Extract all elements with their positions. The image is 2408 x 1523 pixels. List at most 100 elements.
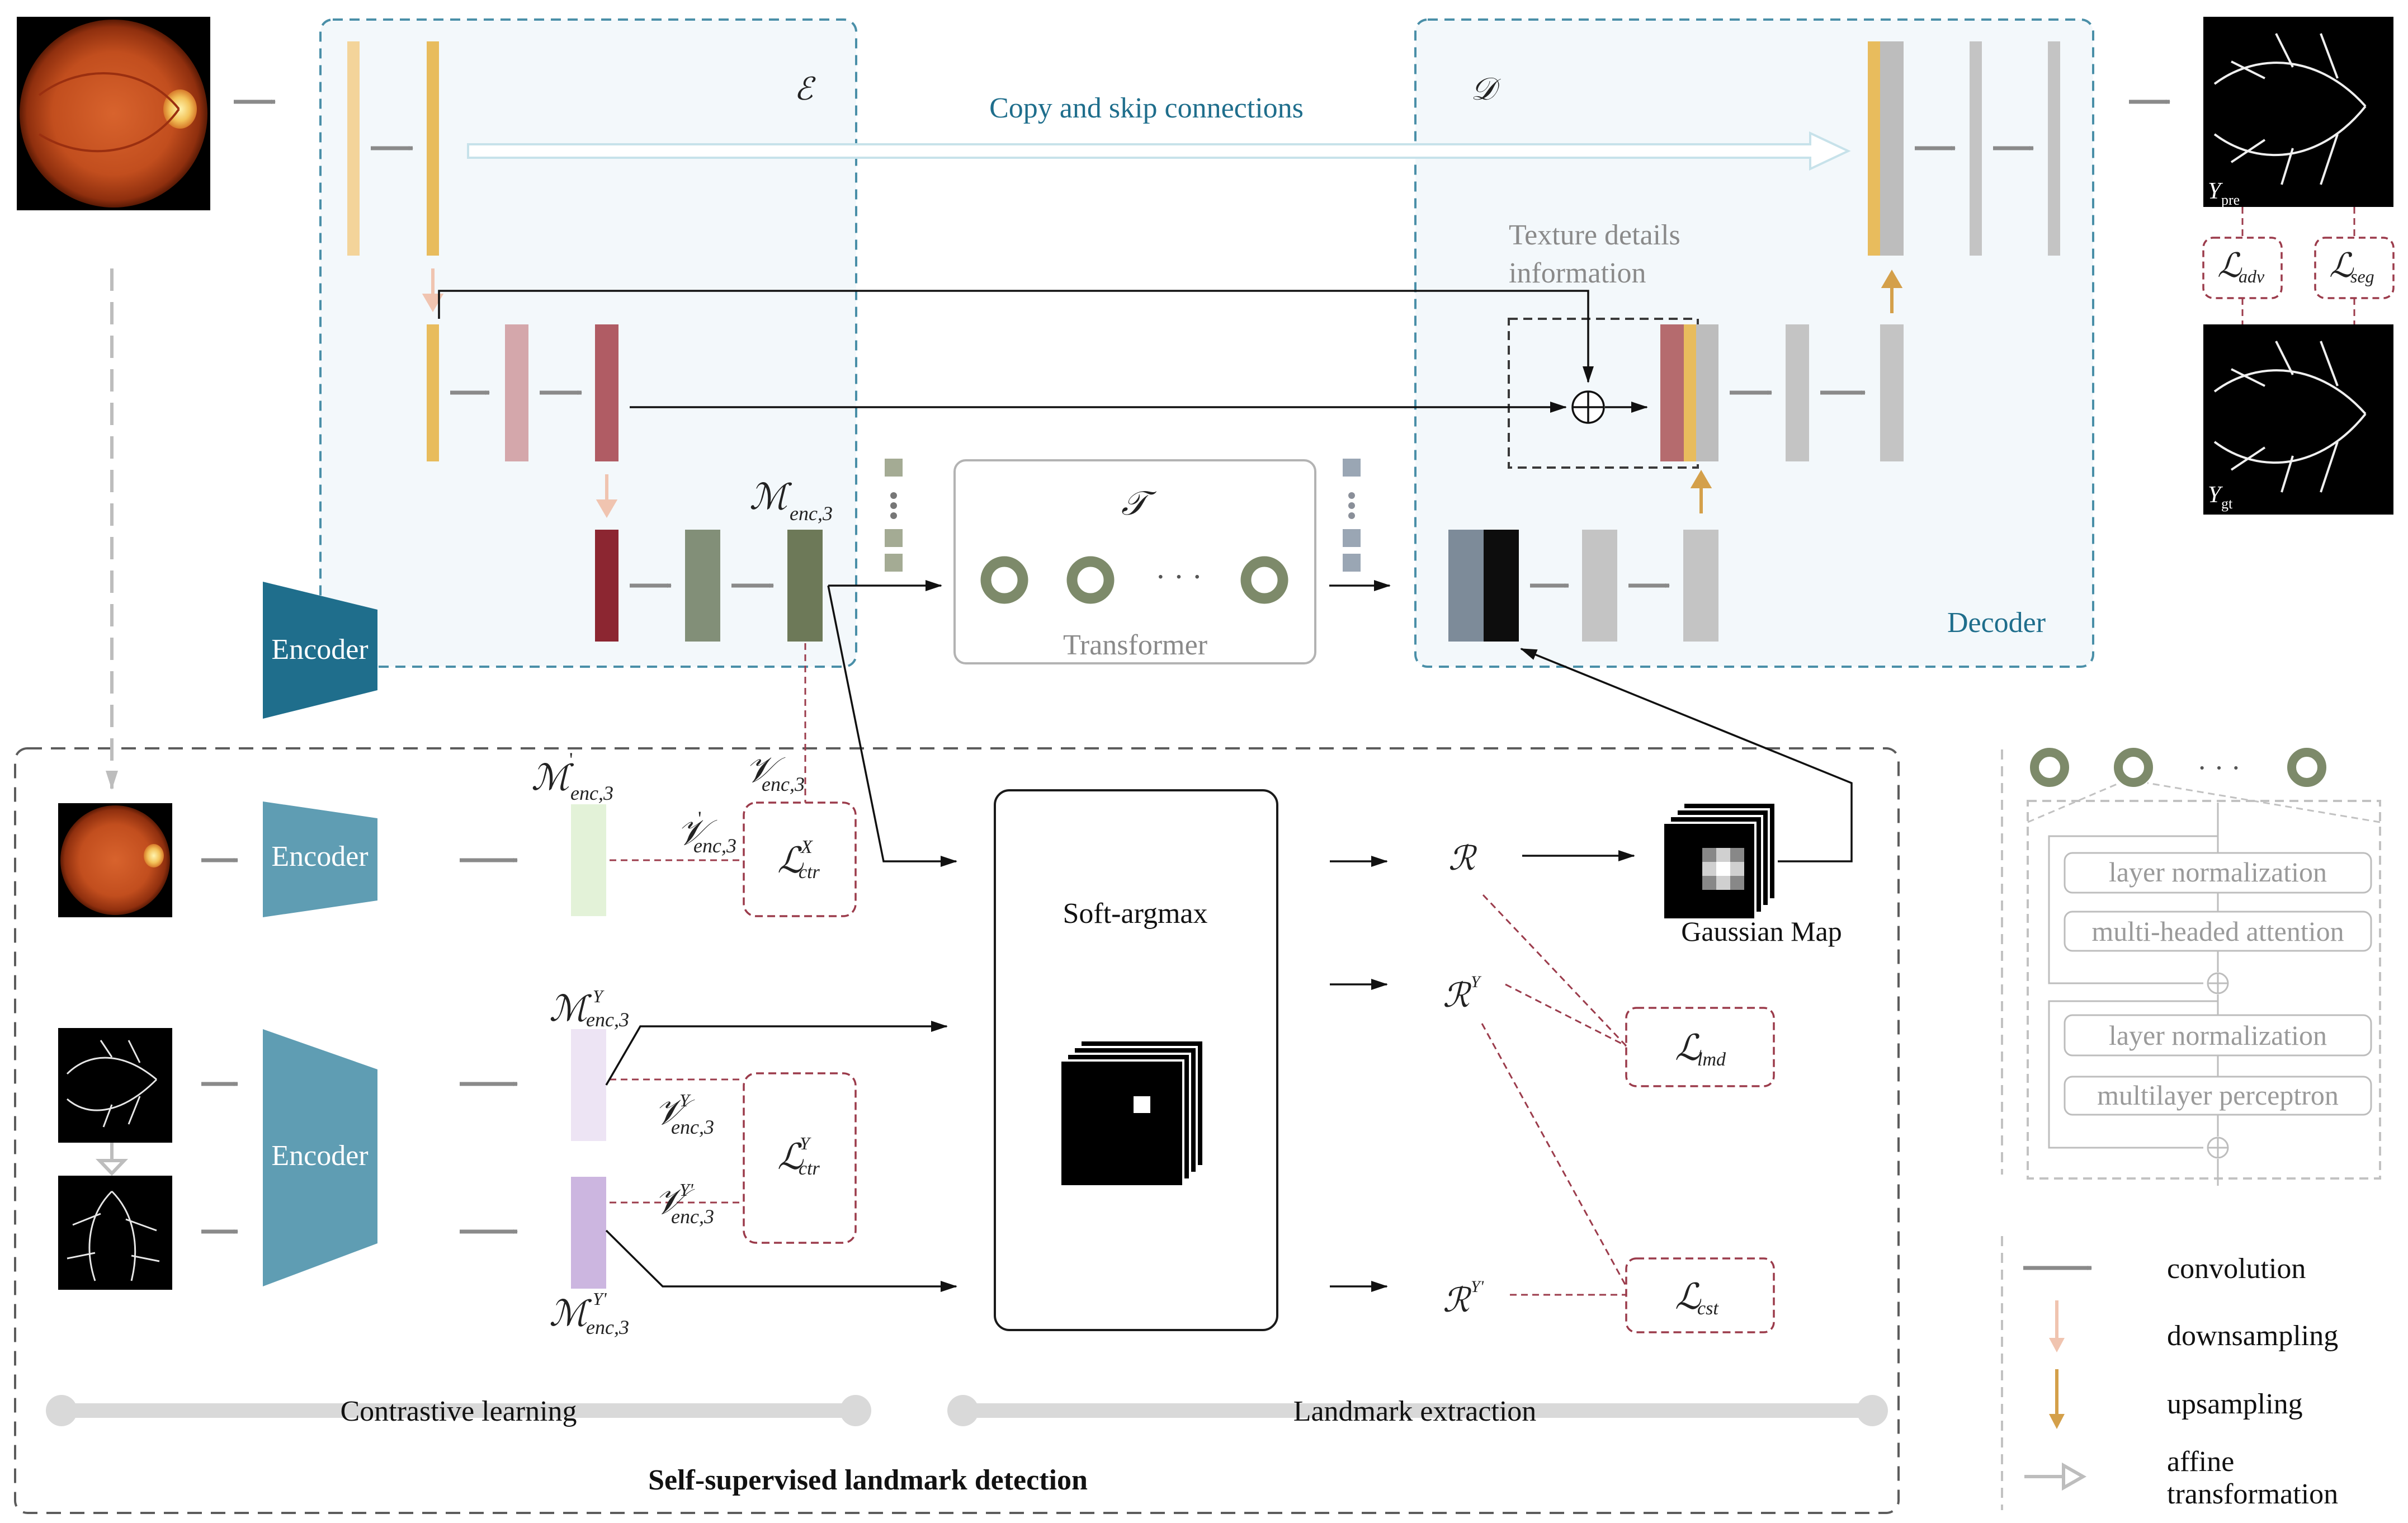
subscript-gt: gt: [2221, 496, 2233, 512]
ring-token-icon: [2114, 748, 2153, 787]
detail-layer-norm-1: layer normalization: [2109, 856, 2327, 888]
subscript-enc3-v-y: enc,3: [671, 1116, 714, 1138]
symbol-m-yprime: ℳ: [549, 1294, 592, 1333]
label-y-gt: Y: [2208, 482, 2223, 508]
loss-ctr-y-box: [743, 1072, 857, 1244]
encoder-b-label: Encoder: [271, 1140, 368, 1172]
token-square-3: [885, 554, 903, 572]
downsampling-arrows: [422, 268, 618, 518]
symbol-l-cst: ℒ: [1675, 1277, 1702, 1317]
superscript-yprime-m: Y': [593, 1289, 607, 1309]
symbol-r: ℛ: [1448, 840, 1477, 877]
token-square-4: [1343, 459, 1361, 477]
dec-skip-yellow: [1868, 41, 1880, 256]
self-supervised-label: Self-supervised landmark detection: [648, 1464, 1088, 1496]
enc-feature-2: [427, 41, 439, 256]
ring-token-icon: [2030, 748, 2069, 787]
landmark-bar: [947, 1395, 1888, 1426]
ring-token-icon: [1066, 556, 1115, 604]
enc-feature-7: [685, 530, 720, 642]
subscript-ctr-y: ctr: [799, 1158, 820, 1179]
subscript-enc3-v-prime: enc,3: [693, 834, 736, 857]
self-supervised-panel: [14, 747, 1900, 1514]
token-dot: [1348, 502, 1355, 509]
encoder-dark-shape: [263, 582, 377, 719]
segmentation-prediction: [2203, 17, 2393, 207]
token-square-2: [885, 529, 903, 547]
legend-upsampling: upsampling: [2167, 1388, 2303, 1420]
dec-bottom-black: [1484, 530, 1519, 642]
symbol-l-lmd: ℒ: [1675, 1028, 1702, 1068]
dec-texture-gray: [1696, 324, 1718, 461]
skip-connection-arrow: [467, 131, 1851, 171]
legend-affine: affine: [2167, 1446, 2234, 1478]
subscript-pre: pre: [2221, 192, 2240, 208]
dec-feature-3: [1786, 324, 1809, 461]
dec-feature-1: [1970, 41, 1982, 256]
feature-m-y: [571, 1029, 606, 1141]
subscript-ctr-x: ctr: [799, 862, 820, 883]
dec-skip-gray: [1880, 41, 1904, 256]
subscript-lmd: lmd: [1697, 1049, 1726, 1070]
affine-arrow: [95, 1143, 129, 1176]
token-dot: [890, 492, 897, 499]
fundus-image-input: [17, 17, 210, 210]
contrastive-bar: [46, 1395, 871, 1426]
ring-token-icon: [2287, 748, 2326, 787]
legend: [2001, 1236, 2092, 1510]
feature-m-yprime: [571, 1177, 606, 1289]
detail-mlp: multilayer perceptron: [2097, 1079, 2339, 1111]
flow-arrows: [438, 290, 1853, 1292]
dec-feature-5: [1582, 530, 1617, 642]
subscript-enc3-top: enc,3: [790, 502, 833, 525]
token-dot: [890, 512, 897, 519]
transformer-label: Transformer: [1063, 629, 1207, 661]
loss-lmd-box: [1625, 1007, 1775, 1087]
superscript-r-y: Y: [1471, 973, 1482, 991]
token-dot: [1348, 492, 1355, 499]
superscript-prime-m: ': [569, 748, 573, 771]
segmentation-ground-truth: [2203, 324, 2393, 515]
legend-downsampling: downsampling: [2167, 1320, 2338, 1352]
enc-feature-8: [787, 530, 823, 642]
dec-feature-6: [1683, 530, 1718, 642]
subscript-seg: seg: [2350, 266, 2374, 286]
enc-feature-4: [505, 324, 528, 461]
loss-ctr-x-box: [743, 801, 857, 917]
encoder-a-shape: [263, 801, 377, 917]
encoder-panel: [319, 18, 857, 668]
symbol-l-ctr-x: ℒ: [777, 841, 804, 880]
vessel-image-y: [58, 1028, 172, 1143]
detail-attention: multi-headed attention: [2091, 916, 2344, 947]
superscript-r-yprime: Y': [1471, 1277, 1484, 1296]
ring-token-icon: [980, 556, 1028, 604]
vessel-image-yprime: [58, 1176, 172, 1290]
transformer-dots: · · ·: [1155, 560, 1202, 595]
gaussian-map-label: Gaussian Map: [1681, 916, 1842, 947]
circle-plus-icon: [1571, 390, 1605, 424]
subscript-enc3-m-prime: enc,3: [570, 782, 613, 804]
enc-feature-6: [595, 530, 618, 642]
decoder-label: Decoder: [1947, 607, 2046, 639]
upsampling-arrows: [1690, 270, 1903, 513]
superscript-y-v: Y: [679, 1090, 691, 1110]
symbol-l-adv: ℒ: [2217, 247, 2242, 284]
fundus-image-small: [58, 803, 172, 917]
detail-layer-norm-2: layer normalization: [2109, 1020, 2327, 1051]
copy-skip-label: Copy and skip connections: [989, 92, 1304, 124]
encoder-dark-label: Encoder: [271, 634, 368, 666]
feature-m-prime: [571, 804, 606, 916]
contrastive-label: Contrastive learning: [340, 1395, 577, 1427]
token-square-1: [885, 459, 903, 477]
dec-feature-4: [1880, 324, 1904, 461]
enc-feature-1: [347, 41, 360, 256]
token-square-5: [1343, 529, 1361, 547]
enc-feature-5: [595, 324, 618, 461]
subscript-enc3-m-y: enc,3: [586, 1008, 629, 1031]
transformer-box: [953, 459, 1316, 664]
subscript-enc3-v: enc,3: [762, 773, 805, 795]
gaussian-map-icon: [1662, 801, 1777, 921]
symbol-encoder-E: ℰ: [794, 72, 816, 107]
